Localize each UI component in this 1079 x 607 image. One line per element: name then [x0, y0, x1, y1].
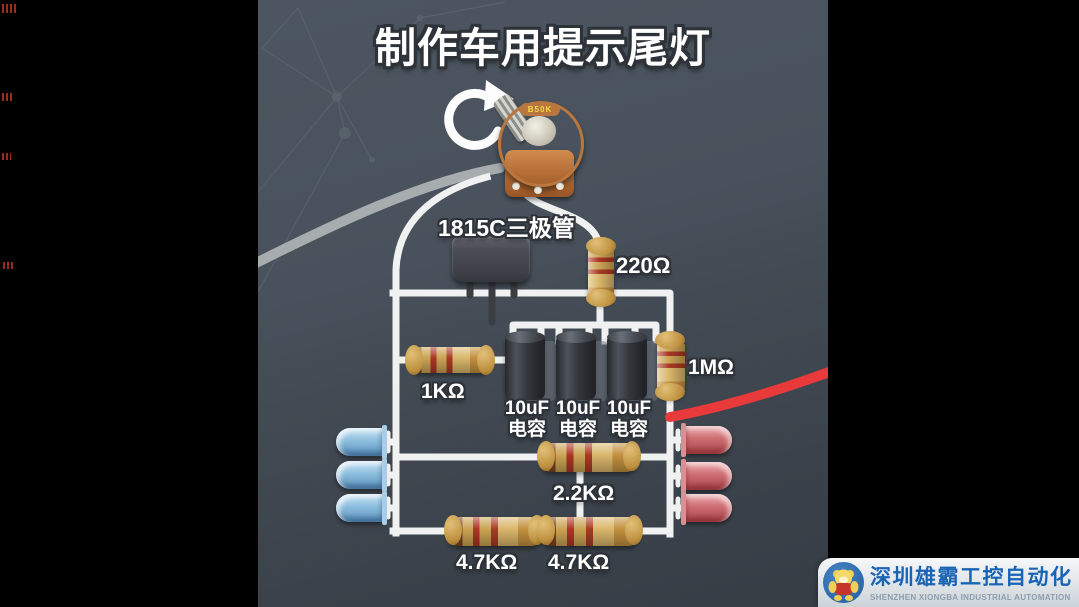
r4k7-right-label: 4.7KΩ — [548, 551, 610, 574]
resistor-220ohm — [586, 237, 616, 307]
potentiometer-marking: B50K — [520, 103, 560, 116]
capacitor-10uf-1 — [505, 331, 545, 400]
blue-led-1 — [336, 425, 387, 459]
gray-wire — [249, 163, 505, 269]
red-led-1 — [681, 423, 732, 457]
cap2-label: 10uF 电容 — [555, 398, 601, 440]
transistor-1815c — [452, 236, 530, 282]
resistor-4.7kohm-right — [537, 515, 643, 546]
red-wire — [665, 366, 837, 422]
capacitor-10uf-2 — [556, 331, 596, 400]
r4k7-left-label: 4.7KΩ — [456, 551, 518, 574]
blue-led-3 — [336, 491, 387, 525]
blue-led-2 — [336, 458, 387, 492]
company-name-en: SHENZHEN XIONGBA INDUSTRIAL AUTOMATION — [870, 593, 1071, 602]
glitch-artifact — [2, 93, 13, 101]
watermark-text-block: 深圳雄霸工控自动化 SHENZHEN XIONGBA INDUSTRIAL AU… — [870, 561, 1076, 602]
capacitor-10uf-3 — [607, 331, 647, 400]
bear-mascot-icon — [828, 569, 859, 601]
watermark: 深圳雄霸工控自动化 SHENZHEN XIONGBA INDUSTRIAL AU… — [818, 558, 1079, 607]
r1m-label: 1MΩ — [688, 356, 735, 379]
glitch-artifact — [2, 153, 11, 160]
resistor-2.2kohm — [537, 441, 641, 472]
red-led-3 — [681, 491, 732, 525]
glitch-artifact — [2, 4, 16, 13]
potentiometer-body — [498, 101, 584, 187]
pot-terminal — [512, 182, 520, 190]
cap3-label: 10uF 电容 — [606, 398, 652, 440]
transistor-label: 1815C三极管 — [438, 215, 575, 241]
company-logo-icon — [823, 562, 864, 603]
r2k2-label: 2.2KΩ — [553, 482, 615, 505]
pot-left-wire — [392, 172, 492, 537]
pot-right-wire — [516, 185, 605, 261]
page-title: 制作车用提示尾灯 — [375, 25, 711, 71]
resistor-1kohm — [405, 345, 495, 375]
red-led-2 — [681, 459, 732, 493]
resistor-1mohm — [655, 331, 685, 401]
resistor-4.7kohm-left — [444, 515, 546, 546]
r220-label: 220Ω — [616, 253, 671, 278]
rotate-arrow-icon — [444, 80, 514, 150]
potentiometer-knob — [522, 116, 556, 146]
company-name-cn: 深圳雄霸工控自动化 — [870, 566, 1073, 589]
left-black-bar — [0, 0, 258, 607]
cap1-label: 10uF 电容 — [504, 398, 550, 440]
glitch-artifact — [3, 262, 13, 269]
right-black-bar — [828, 0, 1079, 607]
r1k-label: 1KΩ — [421, 380, 465, 403]
top-bus-wire — [389, 289, 674, 340]
pot-terminal — [534, 186, 542, 194]
pot-terminal — [556, 182, 564, 190]
